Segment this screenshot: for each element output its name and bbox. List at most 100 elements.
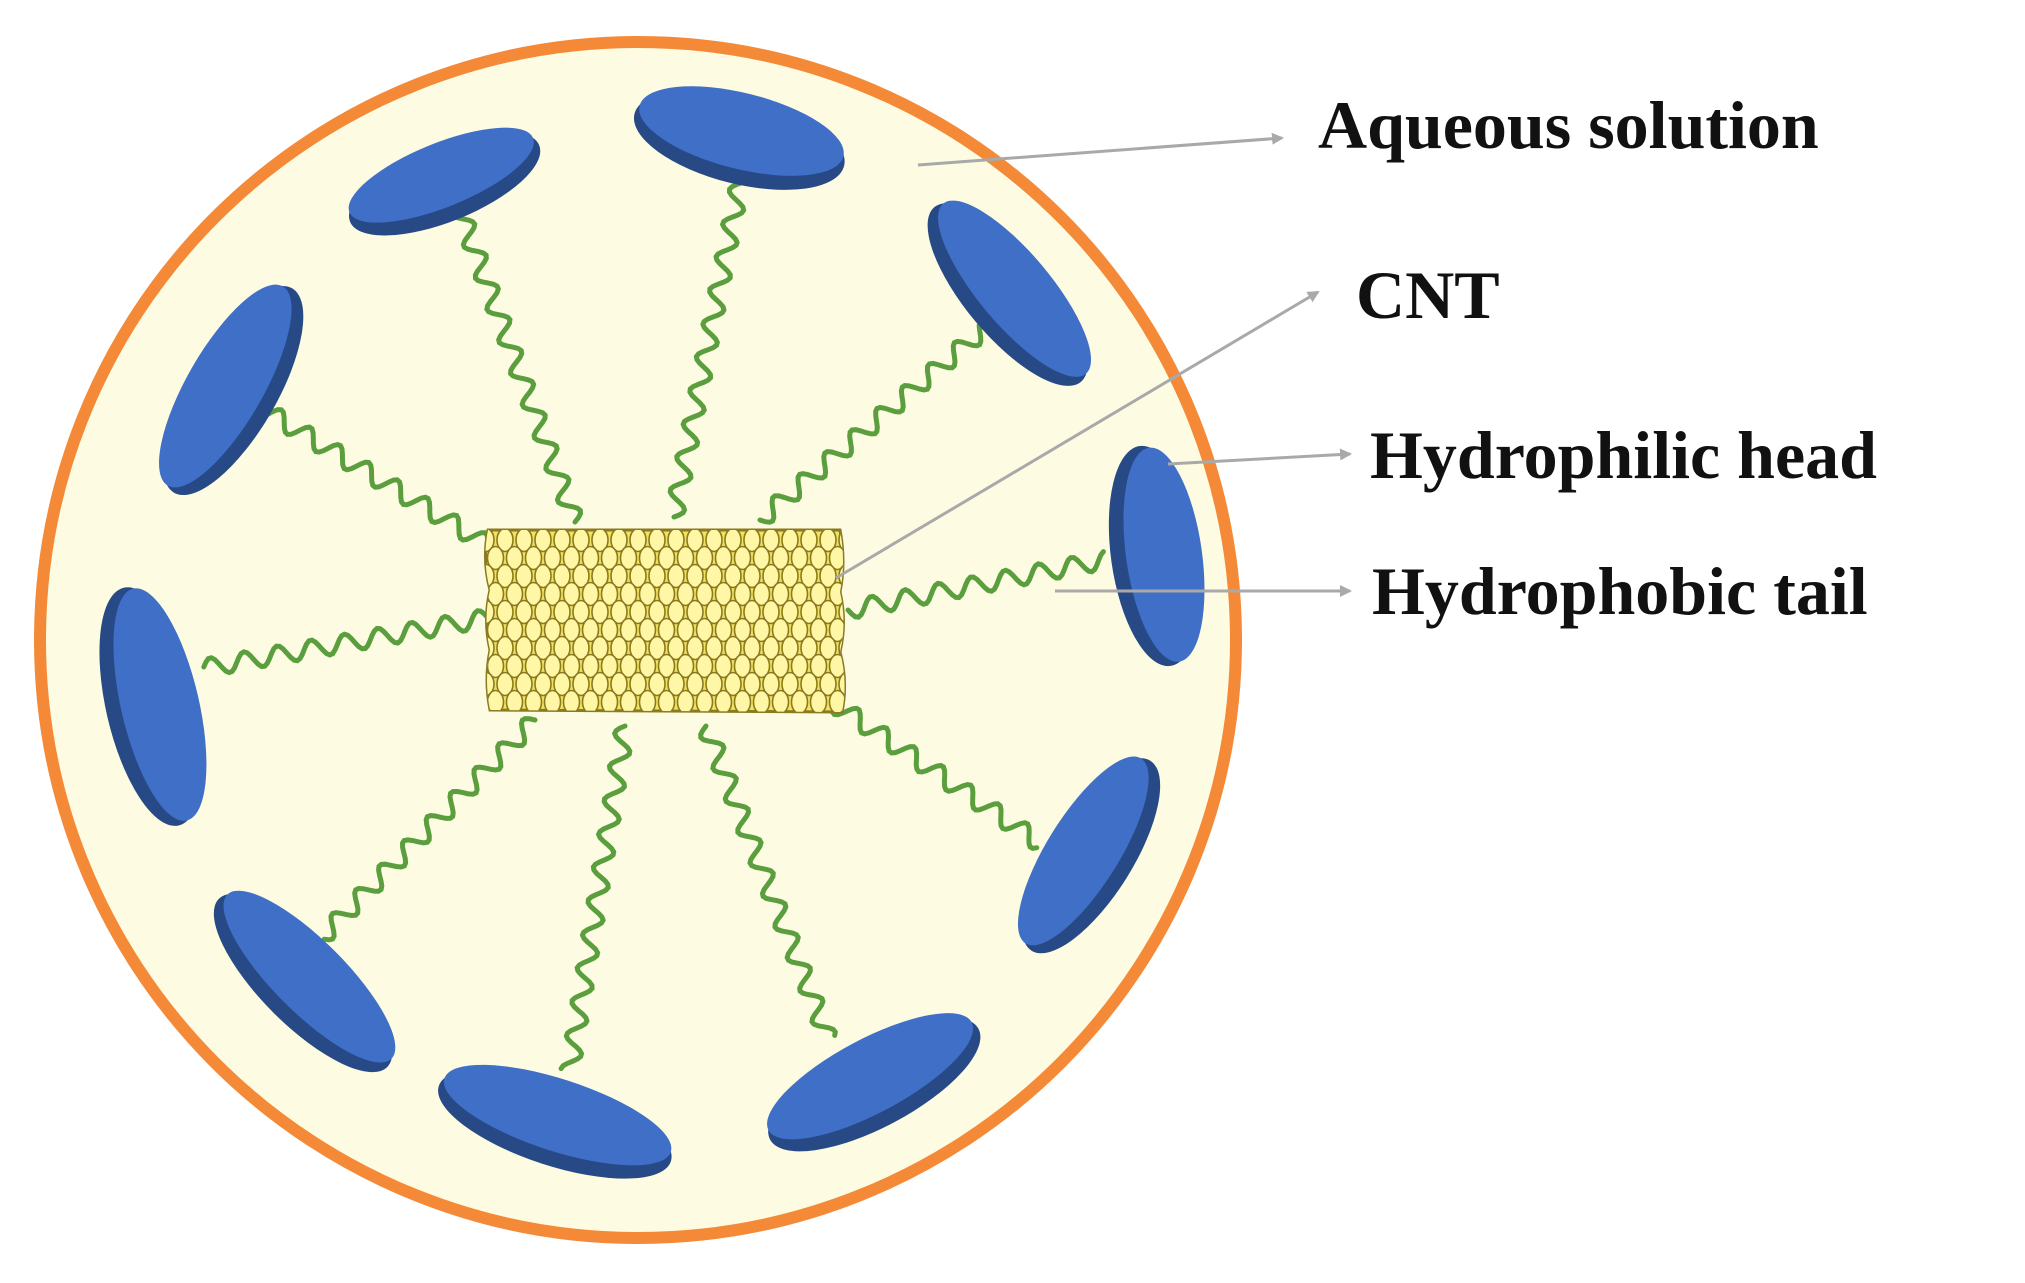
- cnt-cell: [771, 653, 790, 679]
- cnt-leader-arrow: [835, 290, 1320, 580]
- head-surface: [159, 284, 292, 488]
- cnt-cell: [705, 530, 723, 553]
- cnt-cell: [743, 563, 761, 589]
- head-surface: [938, 200, 1092, 377]
- cnt-cell: [705, 599, 723, 625]
- cnt-cell: [581, 581, 600, 607]
- cnt-cell: [524, 545, 543, 571]
- cnt-cell: [676, 653, 695, 679]
- label-hydrophobic-tail: Hydrophobic tail: [1372, 553, 1868, 629]
- head-surface: [639, 86, 844, 176]
- cnt-cell: [486, 617, 505, 643]
- cnt-cell: [838, 671, 845, 697]
- cnt-cell: [762, 599, 780, 625]
- cnt-cell: [667, 530, 685, 553]
- cnt-cell: [743, 599, 761, 625]
- cnt-cell: [752, 653, 771, 679]
- cnt-cell: [781, 635, 799, 661]
- cnt-cell: [724, 671, 742, 697]
- cnt-cell: [515, 635, 533, 661]
- cnt-honeycomb: [485, 530, 845, 712]
- cnt-cell: [809, 653, 828, 679]
- cnt-cell: [809, 545, 828, 571]
- cnt-cell: [733, 545, 752, 571]
- cnt-cell: [828, 545, 845, 571]
- cnt-cell: [524, 689, 543, 712]
- hydrophobic-tail-2: [667, 180, 747, 520]
- cnt-cell: [610, 671, 628, 697]
- cnt-cell: [629, 530, 647, 553]
- cnt-cell: [600, 581, 619, 607]
- cnt-cell: [657, 617, 676, 643]
- cnt-cell: [705, 671, 723, 697]
- cnt-cell: [781, 599, 799, 625]
- label-aqueous-solution: Aqueous solution: [1318, 87, 1819, 163]
- cnt-cell: [629, 563, 647, 589]
- cnt-cell: [800, 671, 818, 697]
- cnt-cell: [809, 617, 828, 643]
- head-surface: [1123, 447, 1205, 662]
- cnt-cell: [800, 530, 818, 553]
- cnt-cell: [733, 653, 752, 679]
- cnt-cell: [648, 671, 666, 697]
- cnt-cell: [667, 599, 685, 625]
- cnt-cell: [762, 671, 780, 697]
- cnt-cell: [676, 689, 695, 712]
- cnt-cell: [705, 563, 723, 589]
- cnt-cell: [591, 671, 609, 697]
- cnt-cell: [572, 530, 590, 553]
- cnt-cell: [638, 689, 657, 712]
- hydrophobic-tail-5: [829, 699, 1040, 852]
- hydrophilic-head-6: [767, 1013, 981, 1152]
- cnt-cell: [790, 545, 809, 571]
- cnt-cell: [581, 545, 600, 571]
- cnt-cell: [534, 635, 552, 661]
- cnt-cell: [505, 689, 524, 712]
- head-surface: [348, 127, 534, 223]
- hydrophobic-tail-8: [321, 716, 538, 943]
- cnt-cell: [600, 617, 619, 643]
- cnt-cell: [686, 563, 704, 589]
- hydrophobic-tail-7: [558, 723, 633, 1072]
- cnt-cell: [600, 545, 619, 571]
- cnt-cell: [515, 671, 533, 697]
- cnt-cell: [486, 545, 505, 571]
- cnt-cell: [809, 581, 828, 607]
- cnt-cell: [657, 545, 676, 571]
- cnt-cell: [686, 635, 704, 661]
- cnt-cell: [819, 563, 837, 589]
- cnt-cell: [714, 581, 733, 607]
- cnt-cell: [581, 653, 600, 679]
- label-cnt: CNT: [1356, 257, 1500, 333]
- cnt-cell: [790, 617, 809, 643]
- cnt-cell: [562, 581, 581, 607]
- cnt-cell: [572, 671, 590, 697]
- cnt-cell: [505, 617, 524, 643]
- cnt-cell: [648, 599, 666, 625]
- cnt-cell: [667, 563, 685, 589]
- cnt-cell: [771, 617, 790, 643]
- hydrophilic-head-5: [1017, 756, 1161, 954]
- cnt-cell: [800, 599, 818, 625]
- cnt-cell: [714, 545, 733, 571]
- cnt-cell: [752, 617, 771, 643]
- cnt-cell: [619, 581, 638, 607]
- cnt-cell: [781, 563, 799, 589]
- cnt-cell: [638, 653, 657, 679]
- cnt-cell: [771, 545, 790, 571]
- cnt-cell: [619, 617, 638, 643]
- cnt-cell: [629, 635, 647, 661]
- cnt-cell: [762, 635, 780, 661]
- hydrophilic-head-10: [159, 284, 304, 496]
- cnt-cell: [591, 635, 609, 661]
- head-leader-arrow: [1167, 448, 1352, 466]
- head-surface: [767, 1013, 974, 1140]
- hydrophobic-tail-6: [698, 723, 838, 1038]
- cnt-cell: [562, 653, 581, 679]
- hydrophobic-tail-3: [757, 322, 984, 525]
- cnt-cell: [762, 530, 780, 553]
- cnt-cell: [648, 563, 666, 589]
- cnt-cell: [591, 530, 609, 553]
